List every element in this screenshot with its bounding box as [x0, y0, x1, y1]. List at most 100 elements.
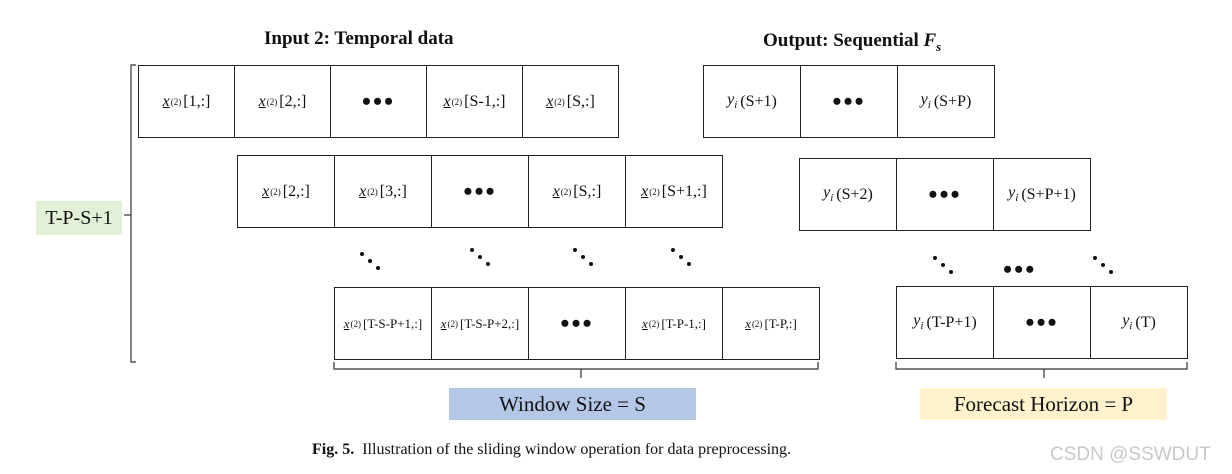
- superscript: (2): [367, 186, 378, 197]
- y-subscript: i: [1129, 320, 1133, 333]
- ellipsis: •••: [1025, 307, 1059, 337]
- diagonal-dots-icon: [360, 252, 382, 274]
- diagonal-dots-icon: [470, 248, 492, 270]
- x-symbol: x: [641, 182, 649, 200]
- ellipsis: •••: [832, 86, 866, 116]
- window-brace: [333, 362, 819, 378]
- x-symbol: x: [262, 182, 270, 200]
- output-row-last: yi(T-P+1)•••yi(T): [896, 286, 1188, 359]
- index-text: [3,:]: [379, 182, 407, 200]
- input-row-1: x(2)[1,:]x(2)[2,:]•••x(2)[S-1,:]x(2)[S,:…: [138, 65, 619, 138]
- x-symbol: x: [343, 315, 350, 331]
- input-row-2: x(2)[2,:]x(2)[3,:]•••x(2)[S,:]x(2)[S+1,:…: [237, 155, 723, 228]
- y-symbol: yi: [913, 312, 924, 333]
- index-text: [2,:]: [282, 182, 310, 200]
- index-text: [S,:]: [573, 182, 602, 200]
- forecast-horizon-label: Forecast Horizon = P: [920, 388, 1167, 420]
- output-cell: •••: [896, 158, 994, 231]
- index-text: [T-S-P+2,:]: [460, 315, 520, 331]
- output-title-var: F: [923, 30, 937, 51]
- x-symbol: x: [162, 92, 170, 110]
- y-symbol: yi: [920, 91, 931, 112]
- y-subscript: i: [920, 320, 924, 333]
- output-title-text: Output: Sequential: [763, 30, 924, 51]
- input-cell: x(2)[1,:]: [138, 65, 235, 138]
- y-subscript: i: [734, 99, 738, 112]
- index-text: [2,:]: [279, 92, 307, 110]
- input-cell: x(2)[2,:]: [234, 65, 331, 138]
- superscript: (2): [266, 96, 278, 107]
- y-subscript: i: [1015, 192, 1019, 205]
- input-cell: x(2)[S,:]: [528, 155, 626, 228]
- index-text: [S+1,:]: [661, 182, 707, 200]
- index-text: [T-P-1,:]: [661, 315, 706, 331]
- output-index-text: (S+1): [740, 92, 777, 110]
- superscript: (2): [270, 186, 281, 197]
- index-text: [T-S-P+1,:]: [363, 315, 423, 331]
- diagonal-dots-icon: [573, 248, 595, 270]
- superscript: (2): [350, 318, 362, 329]
- output-index-text: (T-P+1): [926, 313, 977, 331]
- ellipsis: •••: [463, 176, 497, 206]
- superscript: (2): [451, 96, 463, 107]
- x-symbol: x: [546, 92, 554, 110]
- diagonal-dots-icon: [1093, 256, 1115, 278]
- rows-bracket: [124, 64, 136, 363]
- input-cell: x(2)[T-S-P+1,:]: [334, 287, 432, 360]
- output-row-2: yi(S+2)•••yi(S+P+1): [799, 158, 1091, 231]
- input-cell: •••: [330, 65, 427, 138]
- ellipsis: •••: [560, 308, 594, 338]
- input-cell: x(2)[T-P-1,:]: [625, 287, 723, 360]
- index-text: [1,:]: [183, 92, 211, 110]
- output-cell: •••: [993, 286, 1091, 359]
- watermark: CSDN @SSWDUT: [1050, 444, 1211, 465]
- index-text: [T-P,:]: [764, 315, 797, 331]
- output-index-text: (S+P): [933, 92, 972, 110]
- x-symbol: x: [552, 182, 560, 200]
- output-index-text: (S+P+1): [1021, 185, 1076, 203]
- diagonal-dots-icon: [933, 256, 955, 278]
- x-symbol: x: [642, 315, 648, 331]
- output-cell: yi(T-P+1): [896, 286, 994, 359]
- input-cell: •••: [431, 155, 529, 228]
- y-symbol: yi: [823, 184, 834, 205]
- input-cell: x(2)[T-S-P+2,:]: [431, 287, 529, 360]
- horizon-brace: [895, 362, 1188, 378]
- input-row-last: x(2)[T-S-P+1,:]x(2)[T-S-P+2,:]•••x(2)[T-…: [334, 287, 820, 360]
- row-count-label: T-P-S+1: [36, 201, 122, 235]
- caption-fig-number: Fig. 5.: [312, 441, 355, 458]
- input-cell: x(2)[2,:]: [237, 155, 335, 228]
- superscript: (2): [560, 186, 572, 197]
- y-symbol: yi: [1008, 184, 1019, 205]
- y-subscript: i: [830, 192, 834, 205]
- superscript: (2): [447, 318, 459, 329]
- output-cell: •••: [800, 65, 898, 138]
- y-symbol: yi: [1122, 312, 1133, 333]
- output-cell: yi(T): [1090, 286, 1188, 359]
- x-symbol: x: [745, 315, 751, 331]
- output-cell: yi(S+2): [799, 158, 897, 231]
- x-symbol: x: [443, 92, 451, 110]
- x-symbol: x: [258, 92, 266, 110]
- output-cell: yi(S+P): [897, 65, 995, 138]
- input-cell: x(2)[3,:]: [334, 155, 432, 228]
- horizontal-dots: •••: [1003, 255, 1037, 284]
- input-title: Input 2: Temporal data: [264, 28, 454, 49]
- superscript: (2): [170, 96, 182, 107]
- superscript: (2): [751, 318, 763, 329]
- superscript: (2): [554, 96, 565, 107]
- superscript: (2): [648, 318, 660, 329]
- x-symbol: x: [359, 182, 367, 200]
- output-index-text: (T): [1135, 313, 1156, 331]
- output-cell: yi(S+1): [703, 65, 801, 138]
- index-text: [S-1,:]: [464, 92, 506, 110]
- caption-text: Illustration of the sliding window opera…: [362, 441, 792, 458]
- output-row-1: yi(S+1)•••yi(S+P): [703, 65, 995, 138]
- ellipsis: •••: [361, 86, 396, 116]
- output-title-sub: s: [936, 38, 942, 54]
- index-text: [S,:]: [566, 92, 595, 110]
- output-title: Output: Sequential Fs: [763, 30, 941, 55]
- input-cell: x(2)[S-1,:]: [426, 65, 523, 138]
- output-cell: yi(S+P+1): [993, 158, 1091, 231]
- window-size-label: Window Size = S: [449, 388, 696, 420]
